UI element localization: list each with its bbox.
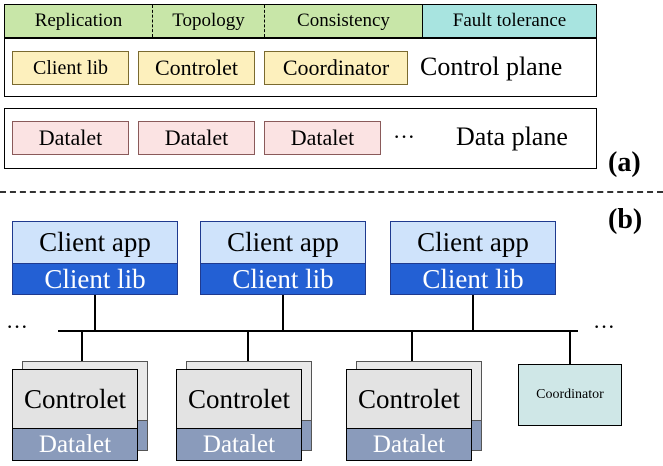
feature-topology: Topology (153, 5, 265, 37)
control-plane-coordinator: Coordinator (264, 51, 408, 85)
datalet-1: Datalet (12, 428, 138, 461)
section-separator (0, 191, 663, 193)
control-plane-controlet: Controlet (138, 51, 255, 85)
data-plane-datalet-2: Datalet (138, 121, 255, 155)
part-a-label: (a) (608, 147, 641, 178)
client-app-1: Client app (12, 221, 178, 263)
feature-replication: Replication (5, 5, 153, 37)
feature-row: Replication Topology Consistency Fault t… (4, 4, 597, 38)
client-lib-3: Client lib (390, 263, 556, 295)
datalet-2: Datalet (176, 428, 302, 461)
client-app-3: Client app (390, 221, 556, 263)
control-plane-label: Control plane (420, 52, 563, 81)
data-plane-ellipsis: ··· (393, 124, 415, 149)
client-app-2: Client app (200, 221, 366, 263)
data-plane-datalet-3: Datalet (264, 121, 381, 155)
feature-consistency: Consistency (265, 5, 423, 37)
feature-fault-tolerance: Fault tolerance (423, 5, 596, 37)
bus-ellipsis-right: ··· (593, 314, 615, 339)
client-lib-2: Client lib (200, 263, 366, 295)
data-plane-label: Data plane (456, 122, 568, 151)
part-b-label: (b) (608, 204, 643, 235)
controlet-1: Controlet (12, 369, 138, 428)
controlet-3: Controlet (346, 369, 472, 428)
datalet-3: Datalet (346, 428, 472, 461)
bus-ellipsis-left: ··· (6, 314, 28, 339)
coordinator-node: Coordinator (518, 364, 622, 426)
client-lib-1: Client lib (12, 263, 178, 295)
data-plane-datalet-1: Datalet (12, 121, 129, 155)
controlet-2: Controlet (176, 369, 302, 428)
control-plane-client-lib: Client lib (12, 51, 129, 85)
